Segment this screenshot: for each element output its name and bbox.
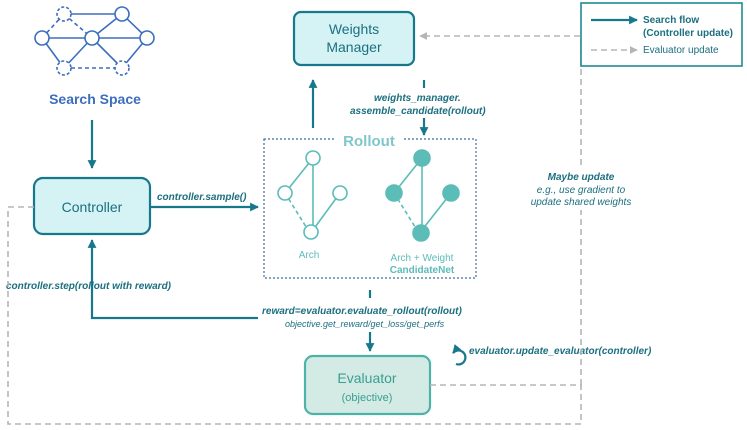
candidate-net-graph	[385, 149, 460, 242]
arch-weight-label: Arch + Weight	[391, 253, 454, 264]
evaluator-sublabel: (objective)	[342, 392, 393, 404]
assemble-label-line1: weights_manager.	[374, 93, 461, 104]
legend-evaluator-update-label: Evaluator update	[643, 45, 719, 56]
step-label: controller.step(rollout with reward)	[6, 281, 172, 292]
weights-manager-box	[292, 10, 416, 67]
legend-search-flow-line2: (Controller update)	[643, 28, 733, 39]
update-evaluator-icon	[452, 344, 467, 366]
evaluator-update-loop	[7, 206, 582, 425]
controller-label: Controller	[62, 199, 123, 215]
objective-methods-label: objective.get_reward/get_loss/get_perfs	[285, 319, 445, 329]
legend-search-flow-line1: Search flow	[643, 15, 699, 26]
maybe-update-detail-line2: update shared weights	[531, 197, 632, 208]
update-evaluator-label: evaluator.update_evaluator(controller)	[469, 346, 652, 357]
maybe-update-label: Maybe update	[548, 172, 615, 183]
search-space-label: Search Space	[49, 91, 141, 107]
evaluator-label: Evaluator	[337, 370, 396, 386]
legend-box	[580, 2, 743, 67]
arch-label: Arch	[299, 250, 320, 261]
weights-manager-label-line1: Weights	[329, 21, 379, 37]
arch-graph	[277, 150, 348, 240]
reward-label: reward=evaluator.evaluate_rollout(rollou…	[262, 306, 462, 317]
search-space-graph	[34, 6, 155, 76]
weights-manager-label-line2: Manager	[326, 39, 382, 55]
maybe-update-detail-line1: e.g., use gradient to	[537, 185, 626, 196]
arrow-evaluator-to-weights-manager	[419, 32, 582, 385]
arrow-controller-step	[87, 239, 258, 320]
sample-label: controller.sample()	[157, 192, 247, 203]
rollout-title: Rollout	[343, 133, 395, 150]
candidate-net-label: CandidateNet	[390, 265, 455, 276]
assemble-label-line2: assemble_candidate(rollout)	[350, 106, 486, 117]
